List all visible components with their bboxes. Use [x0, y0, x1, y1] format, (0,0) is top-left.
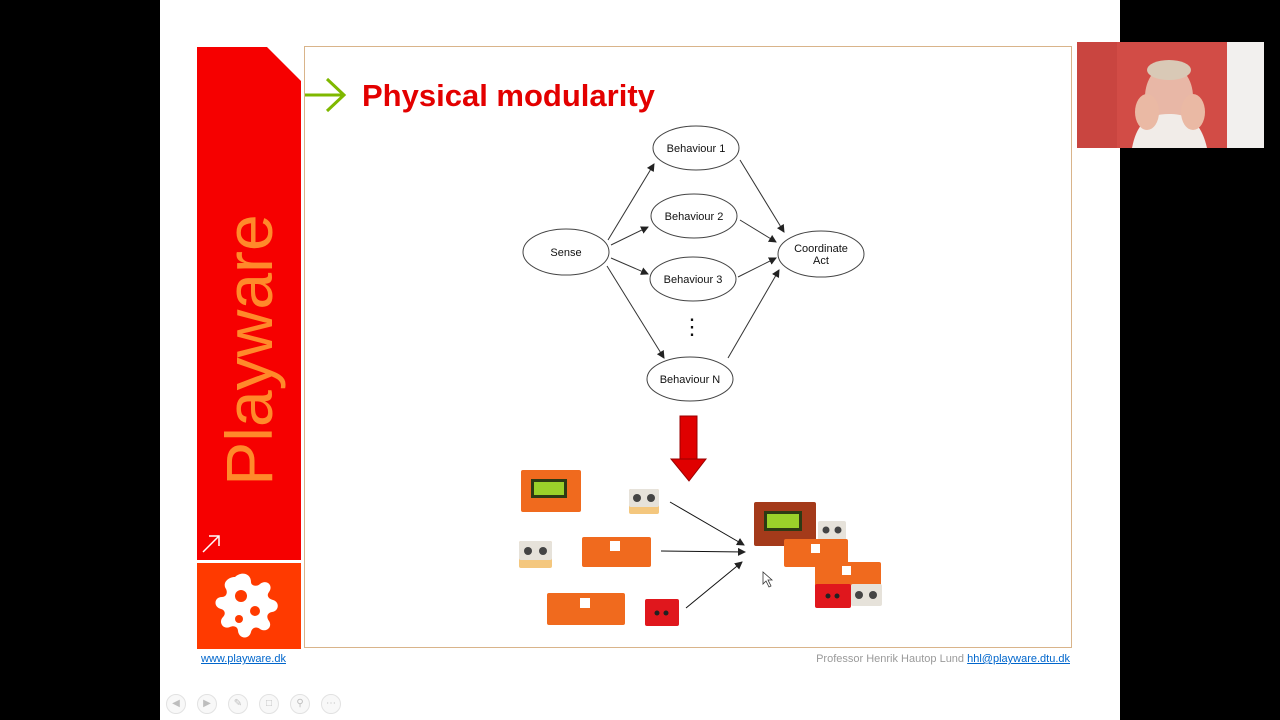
title-arrow-icon [305, 77, 347, 113]
previous-icon[interactable]: ◀ [166, 694, 186, 714]
slides-icon[interactable]: □ [259, 694, 279, 714]
content-frame [304, 46, 1072, 648]
sidebar-banner [197, 47, 301, 560]
webcam-video [1077, 42, 1264, 148]
zoom-icon[interactable]: ⚲ [290, 694, 310, 714]
slide-title: Physical modularity [362, 78, 655, 113]
more-icon[interactable]: ⋯ [321, 694, 341, 714]
footer-presenter: Professor Henrik Hautop Lund [816, 653, 965, 665]
sidebar-playware-text: Playware [212, 214, 286, 486]
footer-email-link[interactable]: hhl@playware.dtu.dk [967, 653, 1070, 665]
footer-credit: Professor Henrik Hautop Lund hhl@playwar… [816, 653, 1070, 665]
diagonal-arrow-icon [202, 47, 301, 553]
next-icon[interactable]: ▶ [197, 694, 217, 714]
sidebar-title: Playware [197, 170, 301, 530]
footer-website-link[interactable]: www.playware.dk [201, 653, 286, 665]
pen-icon[interactable]: ✎ [228, 694, 248, 714]
playware-logo-icon [197, 563, 301, 649]
